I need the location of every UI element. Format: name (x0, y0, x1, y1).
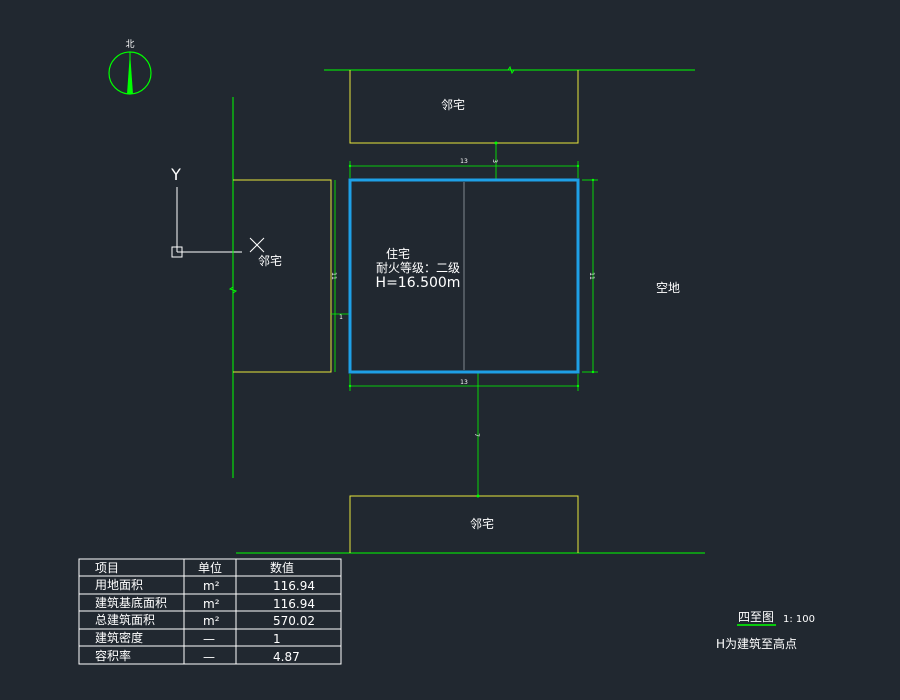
table-cell: — (203, 632, 215, 646)
ucs-icon: Y (170, 165, 265, 258)
drawing-scale: 1: 100 (783, 614, 815, 625)
table-cell: 用地面积 (95, 578, 143, 592)
ucs-x-label (249, 237, 265, 253)
table-cell: 建筑密度 (95, 630, 143, 645)
empty-lot-label: 空地 (656, 281, 680, 295)
main-building (348, 178, 580, 374)
dim-top-width: 13 (460, 158, 468, 165)
drawing-note: H为建筑至高点 (716, 636, 797, 651)
drawing-title-block: 四至图 1: 100 H为建筑至高点 (716, 610, 815, 651)
table-cell: 1 (273, 632, 281, 646)
table-cell: 116.94 (273, 597, 315, 611)
dim-left-depth: 11 (330, 272, 337, 280)
table-cell: m² (203, 579, 220, 593)
table-header-value: 数值 (270, 560, 294, 575)
dim-right-depth: 11 (588, 272, 595, 280)
north-arrow: 北 (108, 39, 152, 95)
area-table: 项目 单位 数值 用地面积 m² 116.94 建筑基底面积 m² 116.94… (78, 558, 342, 665)
dim-left-gap: 1 (339, 314, 343, 321)
dim-top-gap: 3 (491, 159, 498, 163)
table-cell: m² (203, 597, 220, 611)
north-label: 北 (125, 39, 134, 50)
drawing-title: 四至图 (738, 610, 774, 624)
table-cell: 4.87 (273, 650, 300, 664)
table-header-unit: 单位 (198, 560, 222, 575)
dim-bottom-gap: 7 (473, 433, 480, 437)
table-cell: 容积率 (95, 648, 131, 663)
neighbor-buildings (233, 70, 579, 553)
ucs-y-label: Y (170, 165, 181, 184)
building-use-label: 住宅 (386, 246, 410, 261)
neighbor-left-label: 邻宅 (258, 253, 282, 268)
table-cell: 建筑基底面积 (95, 595, 167, 610)
neighbor-bottom-label: 邻宅 (470, 516, 494, 531)
dimension-lines (331, 143, 598, 496)
table-cell: 总建筑面积 (95, 612, 155, 627)
table-cell: m² (203, 614, 220, 628)
table-cell: 570.02 (273, 614, 315, 628)
building-fire-rating: 耐火等级：二级 (376, 261, 460, 275)
table-cell: 116.94 (273, 579, 315, 593)
dim-bottom-width: 13 (460, 379, 468, 386)
site-boundary-lines (228, 65, 705, 554)
table-header-item: 项目 (95, 561, 119, 575)
neighbor-top-label: 邻宅 (441, 97, 465, 112)
table-cell: — (203, 650, 215, 664)
dimension-ticks (348, 141, 595, 498)
building-height: H=16.500m (376, 275, 461, 291)
